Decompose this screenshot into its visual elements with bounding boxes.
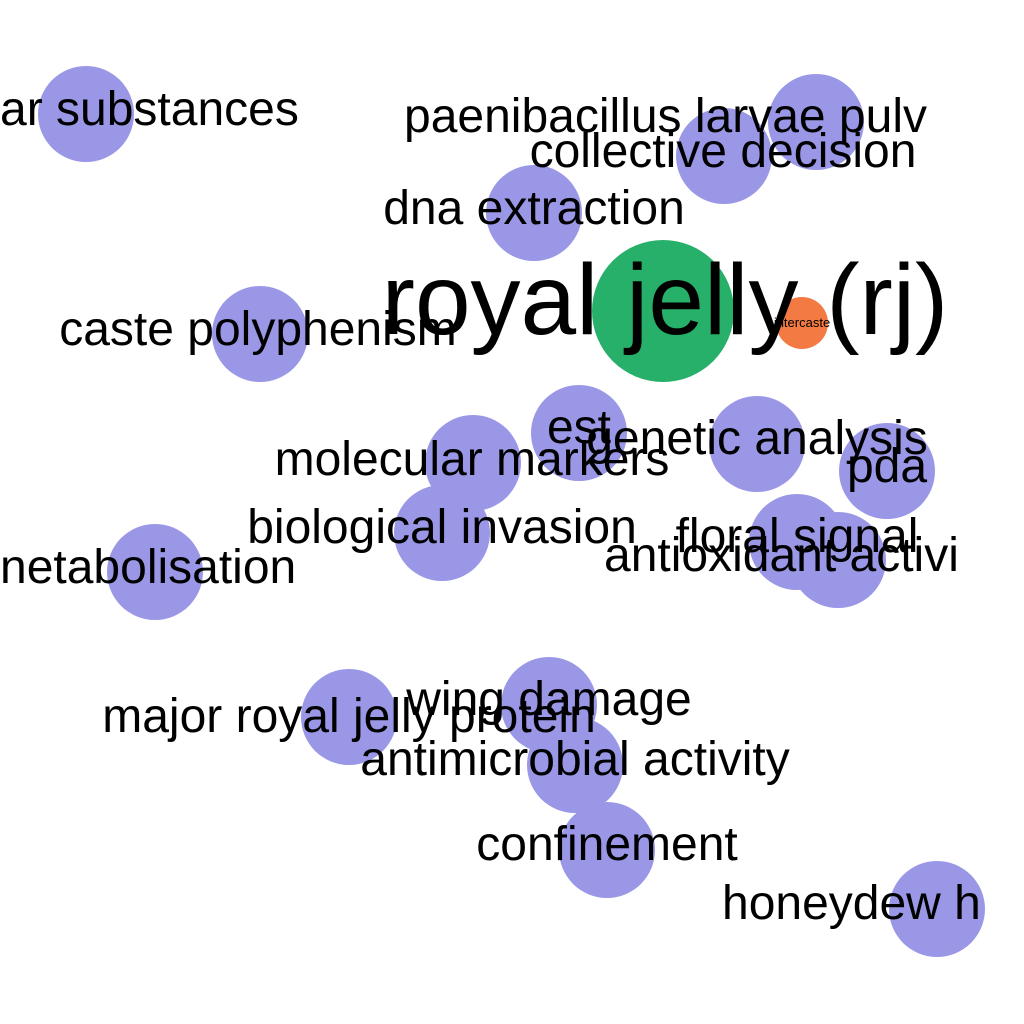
node-label-genetic-analysis: genetic analysis bbox=[586, 412, 928, 465]
node-circle-pda[interactable] bbox=[839, 423, 935, 519]
node-label-antimicrobial-activity: antimicrobial activity bbox=[360, 733, 789, 786]
node-label-est: est bbox=[547, 401, 611, 454]
node-circle-dna-extraction[interactable] bbox=[486, 165, 582, 261]
node-label-biological-invasion: biological invasion bbox=[247, 501, 637, 554]
node-circle-royal-jelly-rj[interactable] bbox=[592, 240, 734, 382]
node-label-honeydew-h: honeydew h bbox=[722, 877, 981, 930]
node-label-ar-substances: ar substances bbox=[0, 83, 299, 136]
node-label-antioxidant-activi: antioxidant activi bbox=[604, 529, 959, 582]
node-circle-paenibacillus-larvae-pulv[interactable] bbox=[768, 74, 864, 170]
node-label-caste-polyphenism: caste polyphenism bbox=[59, 303, 457, 356]
node-label-confinement: confinement bbox=[476, 818, 738, 871]
node-label-paenibacillus-larvae-pulv: paenibacillus larvae pulv bbox=[404, 90, 927, 143]
node-label-intercaste: intercaste bbox=[774, 315, 830, 330]
node-circle-antioxidant-activi[interactable] bbox=[790, 512, 886, 608]
node-layer bbox=[38, 66, 985, 957]
node-label-molecular-markers: molecular markers bbox=[275, 433, 670, 486]
node-circle-genetic-analysis[interactable] bbox=[709, 396, 805, 492]
node-label-netabolisation: netabolisation bbox=[0, 541, 296, 594]
node-circle-honeydew-h[interactable] bbox=[889, 861, 985, 957]
node-circle-netabolisation[interactable] bbox=[107, 524, 203, 620]
label-layer: ar substances paenibacillus larvae pulv … bbox=[0, 83, 981, 930]
node-circle-caste-polyphenism[interactable] bbox=[212, 286, 308, 382]
node-label-pda: pda bbox=[847, 440, 927, 493]
node-label-floral-signal: floral signal bbox=[676, 510, 919, 563]
node-label-royal-jelly-rj: royal jelly (rj) bbox=[382, 244, 949, 356]
node-circle-antimicrobial-activity[interactable] bbox=[527, 717, 623, 813]
node-circle-est[interactable] bbox=[531, 385, 627, 481]
node-circle-collective-decision[interactable] bbox=[676, 108, 772, 204]
node-circle-biological-invasion[interactable] bbox=[394, 485, 490, 581]
node-circle-major-royal-jelly-protein[interactable] bbox=[301, 669, 397, 765]
node-label-major-royal-jelly-protein: major royal jelly protein bbox=[102, 690, 596, 743]
node-label-wing-damage: wing damage bbox=[405, 673, 692, 726]
node-circle-confinement[interactable] bbox=[559, 802, 655, 898]
node-circle-ar-substances[interactable] bbox=[38, 66, 134, 162]
node-label-dna-extraction: dna extraction bbox=[383, 182, 685, 235]
node-circle-intercaste[interactable] bbox=[776, 297, 828, 349]
node-label-collective-decision: collective decision bbox=[530, 125, 917, 178]
